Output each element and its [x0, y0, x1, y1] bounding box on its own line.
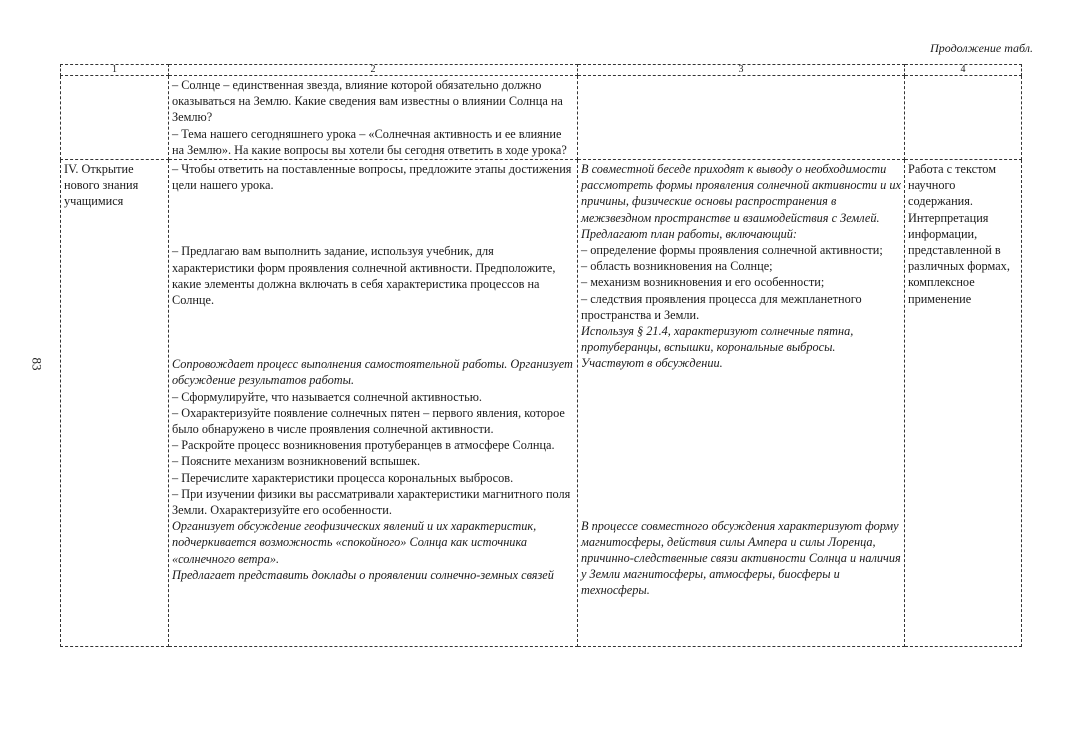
student-plan-item: – определение формы проявления солнечной…: [581, 243, 883, 258]
column-number: 4: [904, 64, 1022, 76]
teacher-text: – Солнце – единственная звезда, влияние …: [172, 78, 563, 125]
student-activity-cell: В совместной беседе приходят к выводу о …: [577, 159, 905, 648]
lesson-table: 1 2 3 4 – Солнце – единственная звезда, …: [60, 64, 1022, 648]
teacher-text: – Чтобы ответить на поставленные вопросы…: [172, 162, 572, 193]
column-number: 3: [577, 64, 905, 76]
teacher-text: – Предлагаю вам выполнить задание, испол…: [172, 244, 556, 308]
student-plan-item: – следствия проявления процесса для межп…: [581, 291, 862, 322]
column-number: 1: [60, 64, 169, 76]
student-plan-item: – механизм возникновения и его особеннос…: [581, 275, 825, 290]
stage-cell: [60, 74, 169, 161]
result-cell: Работа с текстом научного содержания. Ин…: [904, 159, 1022, 648]
page-number: 83: [29, 357, 45, 371]
result-text: Работа с текстом научного содержания. Ин…: [908, 162, 1010, 306]
teacher-activity-cell: – Чтобы ответить на поставленные вопросы…: [168, 159, 578, 648]
teacher-text: Сопровождает процесс выполнения самостоя…: [172, 357, 573, 388]
column-number-row: 1 2 3 4: [60, 64, 1022, 76]
teacher-question: – Раскройте процесс возникновения протуб…: [172, 438, 555, 453]
student-text: Используя § 21.4, характеризуют солнечны…: [581, 324, 854, 371]
teacher-activity-cell: – Солнце – единственная звезда, влияние …: [168, 74, 578, 161]
teacher-question: – Охарактеризуйте появление солнечных пя…: [172, 405, 565, 437]
teacher-text: Организует обсуждение геофизических явле…: [172, 519, 537, 566]
stage-cell: IV. Открытие нового знания учащимися: [60, 159, 169, 648]
student-plan-item: – область возникновения на Солнце;: [581, 259, 773, 274]
student-activity-cell: [577, 74, 905, 161]
teacher-question: – Перечислите характеристики процесса ко…: [172, 470, 514, 485]
stage-text: IV. Открытие нового знания учащимися: [64, 162, 139, 209]
teacher-question: – Поясните механизм возникновений вспыше…: [172, 454, 421, 469]
teacher-question: – При изучении физики вы рассматривали х…: [172, 486, 571, 518]
table-row: – Солнце – единственная звезда, влияние …: [60, 74, 1022, 161]
table-continuation-caption: Продолжение табл.: [930, 41, 1033, 55]
student-text: В процессе совместного обсуждения характ…: [581, 518, 901, 598]
teacher-text: – Тема нашего сегодняшнего урока – «Солн…: [172, 126, 567, 157]
student-text: Предлагают план работы, включающий:: [581, 226, 798, 241]
result-cell: [904, 74, 1022, 161]
column-number: 2: [168, 64, 578, 76]
teacher-text: Предлагает представить доклады о проявле…: [172, 567, 554, 582]
student-text: В совместной беседе приходят к выводу о …: [581, 162, 901, 225]
table-row: IV. Открытие нового знания учащимися – Ч…: [60, 159, 1022, 648]
teacher-question: – Сформулируйте, что называется солнечно…: [172, 389, 483, 404]
